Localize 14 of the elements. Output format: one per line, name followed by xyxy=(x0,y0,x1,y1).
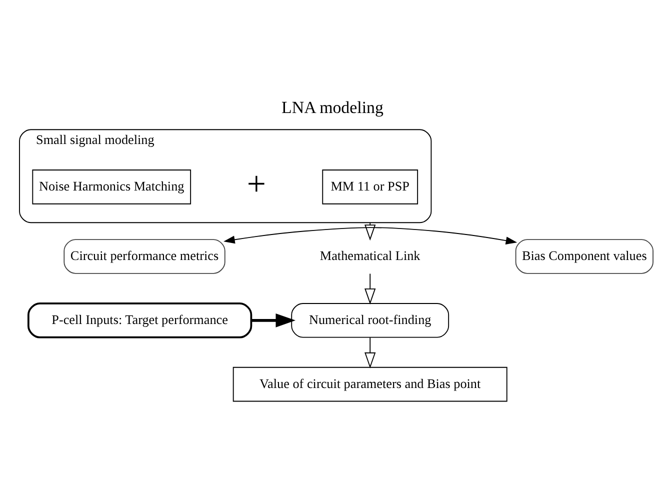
arrow xyxy=(251,312,296,327)
node-box: Circuit performance metrics xyxy=(64,238,226,274)
label: + xyxy=(246,166,266,203)
node-box: Bias Component values xyxy=(515,238,654,274)
arrow xyxy=(224,226,518,244)
node-box: Numerical root-finding xyxy=(291,302,450,338)
node-text: Mathematical Link xyxy=(320,247,420,262)
node-box: MM 11 or PSP xyxy=(322,169,418,204)
arrow xyxy=(364,272,376,304)
node-box: Noise Harmonics Matching xyxy=(32,169,192,204)
diagram-title: LNA modeling xyxy=(282,98,384,117)
node-box: Value of circuit parameters and Bias point xyxy=(232,366,508,402)
arrow xyxy=(364,336,376,368)
node-box: P-cell Inputs: Target performance xyxy=(28,302,252,338)
